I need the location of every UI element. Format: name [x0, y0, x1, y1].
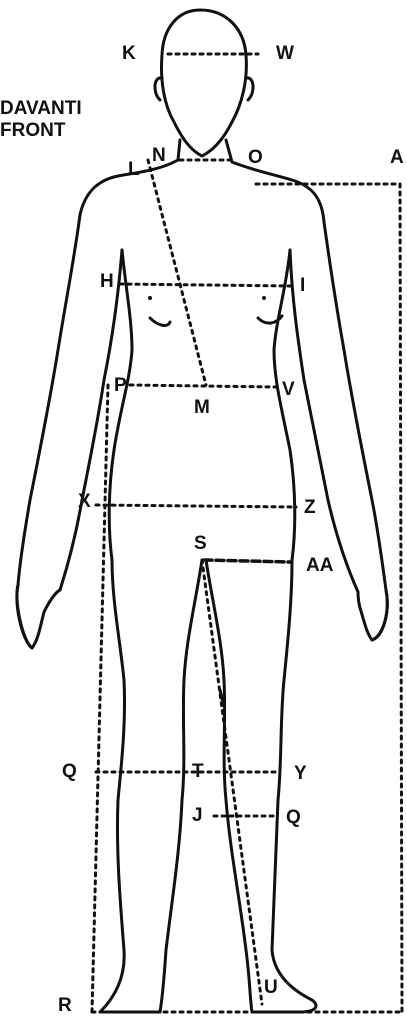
- right-arm-inner: [290, 250, 358, 592]
- label-w: W: [276, 44, 294, 63]
- left-arm-outer: [17, 215, 80, 648]
- left-leg-inner: [160, 560, 202, 1012]
- left-pec: [150, 318, 170, 325]
- right-leg-inner: [206, 560, 252, 1012]
- label-q-thigh: Q: [62, 762, 77, 781]
- head-outline: [162, 10, 247, 156]
- s-aa-line: [204, 560, 290, 562]
- label-l: L: [128, 160, 140, 179]
- right-hand: [358, 590, 387, 640]
- label-y: Y: [294, 764, 307, 783]
- label-m: M: [194, 398, 210, 417]
- x-z-hip-line: [96, 505, 296, 507]
- label-z: Z: [304, 498, 316, 517]
- label-r: R: [58, 996, 72, 1015]
- view-title: DAVANTI FRONT: [0, 98, 82, 142]
- label-t: T: [192, 762, 204, 781]
- a-height-line: [256, 184, 402, 1012]
- left-arm-inner: [60, 250, 122, 590]
- label-k: K: [122, 44, 136, 63]
- left-leg-outer: [100, 560, 160, 1012]
- right-leg-outer: [252, 560, 316, 1012]
- right-ear: [246, 78, 253, 100]
- label-a: A: [390, 148, 404, 167]
- label-p: P: [114, 376, 127, 395]
- label-v: V: [282, 380, 295, 399]
- label-s: S: [194, 534, 207, 553]
- left-hand: [17, 585, 60, 648]
- h-i-chest-line: [120, 284, 292, 286]
- title-line-davanti: DAVANTI: [0, 98, 82, 120]
- l-m-diagonal-line: [148, 160, 206, 385]
- label-q-knee: Q: [286, 808, 301, 827]
- s-u-inseam-line: [202, 560, 262, 1004]
- label-j: J: [192, 806, 203, 825]
- torso-left: [109, 250, 132, 560]
- label-o: O: [248, 148, 263, 167]
- p-v-waist-line: [130, 385, 276, 387]
- label-u: U: [264, 978, 278, 997]
- title-line-front: FRONT: [0, 120, 82, 142]
- label-aa: AA: [306, 556, 333, 575]
- p-r-side-line: [92, 385, 108, 1012]
- label-i: I: [300, 276, 305, 295]
- neck-right: [226, 140, 324, 222]
- label-n: N: [152, 146, 166, 165]
- right-arm-outer: [324, 222, 387, 640]
- label-x: X: [78, 492, 91, 511]
- label-h: H: [100, 272, 114, 291]
